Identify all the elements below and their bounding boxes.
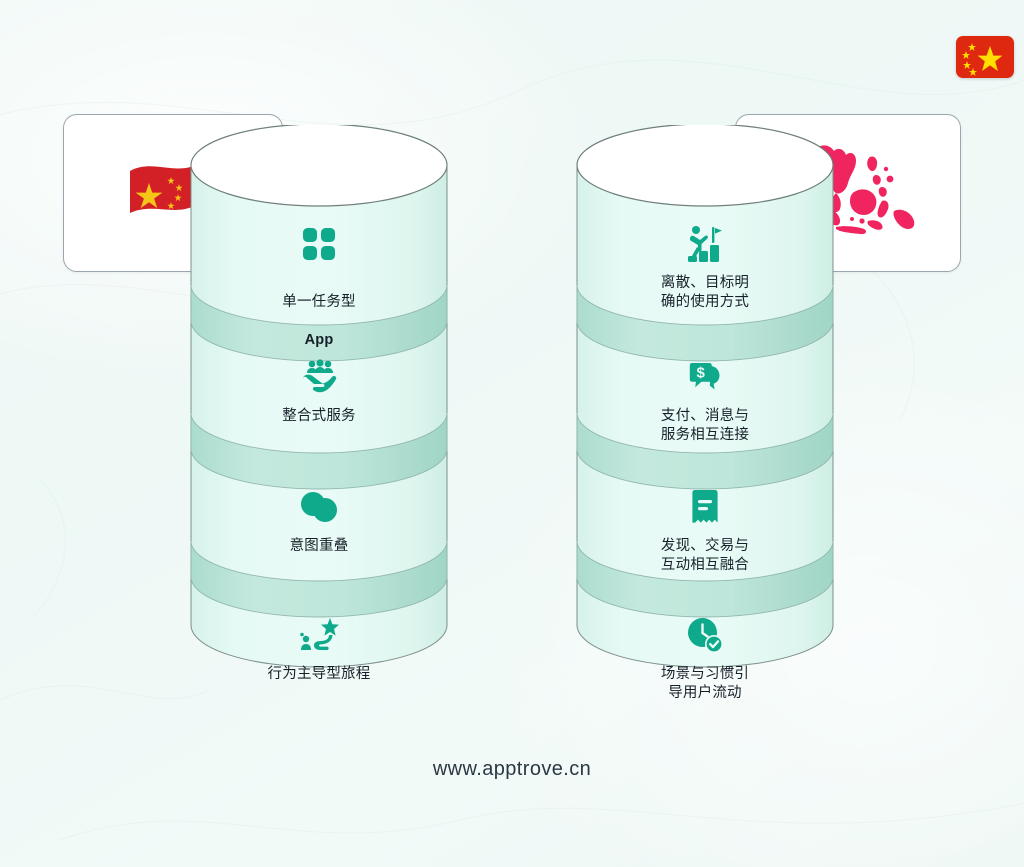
segment-left-0-text: 单一任务型 (282, 294, 356, 310)
hand-holding-people-icon (300, 356, 338, 398)
segment-right-2[interactable]: 发现、交易与 互动相互融合 (575, 480, 835, 613)
cylinder-shape-left (190, 125, 448, 668)
china-flag-badge (956, 36, 1014, 78)
segment-left-2[interactable]: 意图重叠 (189, 480, 449, 613)
segment-left-3-label: 行为主导型旅程 (267, 666, 371, 682)
segment-left-0[interactable]: 单一任务型 App (189, 217, 449, 350)
overlapping-circles-icon (300, 486, 338, 528)
segment-right-0-label: 离散、目标明 确的使用方式 (660, 275, 750, 310)
segment-left-0-label: 单一任务型 App (282, 274, 356, 350)
journey-path-star-icon (299, 614, 339, 656)
segment-left-0-bold: App (304, 332, 334, 348)
segment-right-3[interactable]: 场景与习惯引 导用户流动 (575, 608, 835, 741)
segment-right-3-label: 场景与习惯引 导用户流动 (660, 666, 750, 701)
segment-left-2-label: 意图重叠 (289, 538, 349, 554)
segment-left-3[interactable]: 行为主导型旅程 (189, 608, 449, 741)
cylinder-shape-right (576, 125, 834, 668)
person-climbing-steps-flag-icon (686, 223, 724, 265)
segment-right-1[interactable]: $ 支付、消息与 服务相互连接 (575, 350, 835, 483)
segment-right-0[interactable]: 离散、目标明 确的使用方式 (575, 217, 835, 350)
segment-left-1-label: 整合式服务 (282, 408, 356, 424)
grid-four-squares-icon (302, 223, 336, 265)
segment-right-1-label: 支付、消息与 服务相互连接 (660, 408, 750, 443)
clock-check-icon (687, 614, 723, 656)
segment-left-1[interactable]: 整合式服务 (189, 350, 449, 483)
segment-right-2-label: 发现、交易与 互动相互融合 (660, 538, 750, 573)
footer-website-url: www.apptrove.cn (432, 758, 592, 780)
svg-text:$: $ (697, 364, 706, 381)
receipt-bill-icon (691, 486, 719, 528)
chat-bubble-dollar-icon: $ (688, 356, 722, 398)
